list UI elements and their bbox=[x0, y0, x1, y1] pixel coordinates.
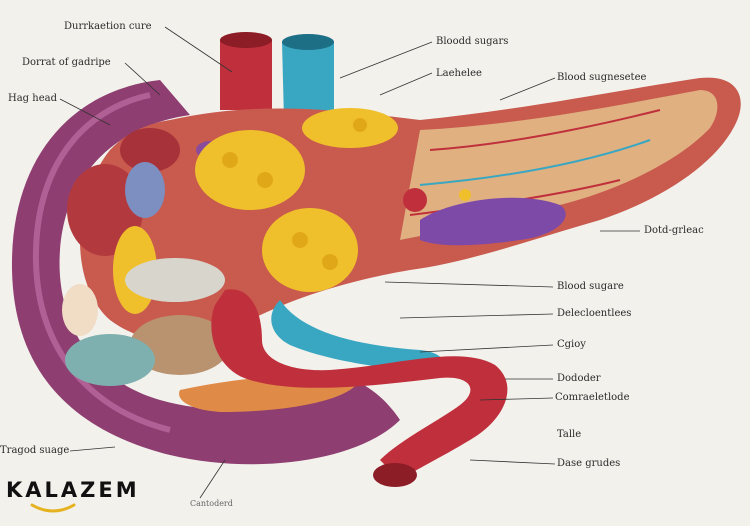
portal-vein bbox=[271, 300, 444, 371]
label-blood-sugare: Blood sugare bbox=[557, 281, 624, 292]
label-talle: Talle bbox=[557, 429, 582, 440]
label-cgioy: Cgioy bbox=[557, 339, 586, 350]
label-comraeletlode: Comraeletlode bbox=[555, 392, 630, 403]
label-dorrat-of-gadripe: Dorrat of gadripe bbox=[22, 57, 111, 68]
purple-organ bbox=[403, 188, 566, 246]
label-delecloentlees: Delecloentlees bbox=[557, 308, 632, 319]
mesenteric-artery bbox=[211, 289, 508, 487]
label-dododer: Dododer bbox=[557, 373, 601, 384]
label-bloodd-sugars: Bloodd sugars bbox=[436, 36, 509, 47]
label-dotd-grleac: Dotd-grleac bbox=[644, 225, 704, 236]
label-laehelee: Laehelee bbox=[436, 68, 482, 79]
top-vessels bbox=[220, 32, 334, 120]
label-cantoderd: Cantoderd bbox=[190, 499, 233, 508]
label-blood-sugnesetee: Blood sugnesetee bbox=[557, 72, 647, 83]
leader-lines bbox=[59, 26, 640, 499]
label-hag-head: Hag head bbox=[8, 93, 57, 104]
duodenum bbox=[11, 80, 400, 465]
fat-lobules bbox=[113, 108, 398, 314]
label-dase-grudes: Dase grudes bbox=[557, 458, 621, 469]
label-durrkaetion-cure: Durrkaetion cure bbox=[64, 21, 152, 32]
kalazem-logo: KALAZEM bbox=[6, 478, 140, 502]
logo-smile-icon bbox=[30, 503, 76, 513]
label-tragod-suage: Tragod suage bbox=[0, 445, 70, 456]
